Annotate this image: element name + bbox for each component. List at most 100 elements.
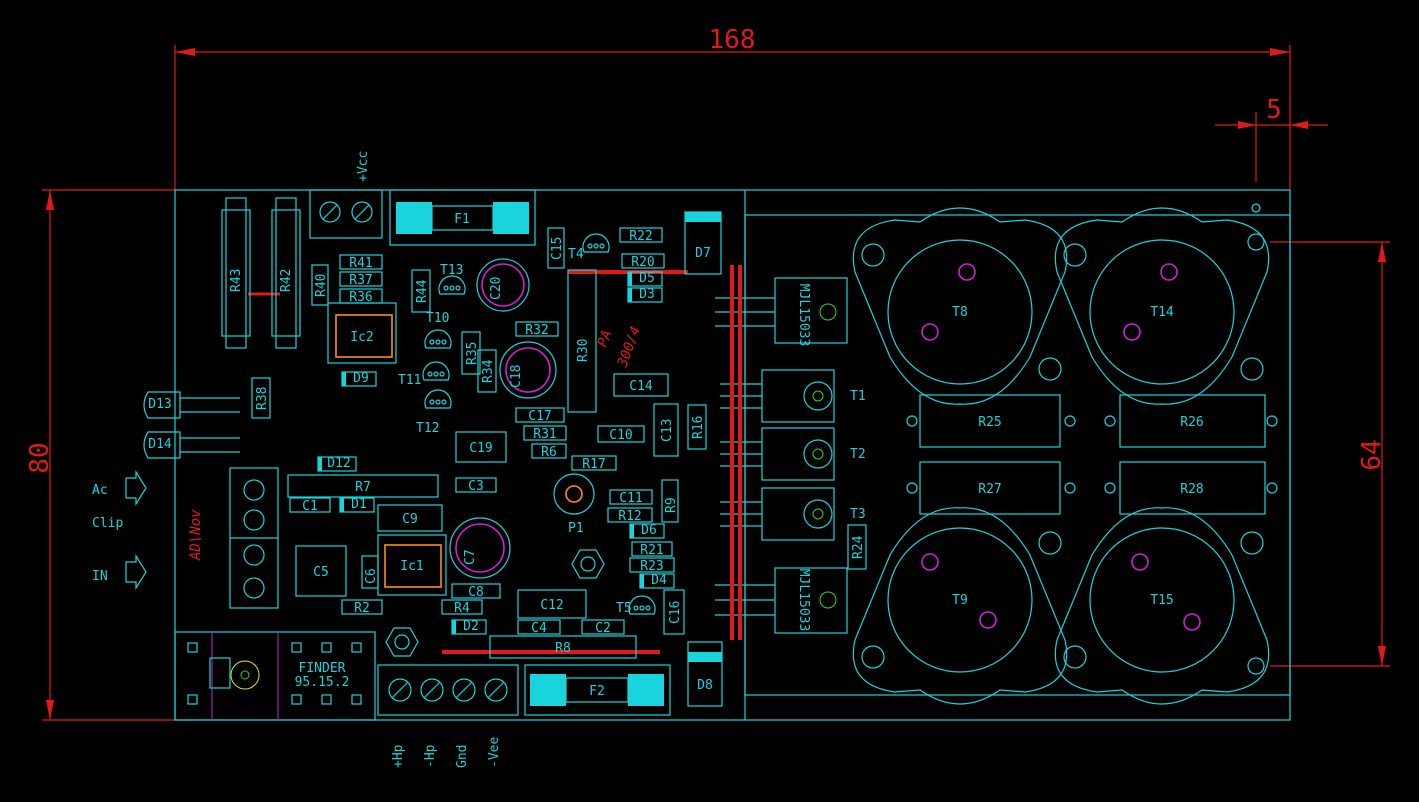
svg-text:C18: C18 (509, 365, 524, 388)
resistor-r35-label: R35 (465, 342, 480, 365)
capacitor-c2: C2 (581, 619, 625, 636)
vee-label: -Vee (487, 737, 502, 768)
resistor-r35: R35 (461, 331, 481, 375)
transistor-t12-label: T12 (416, 421, 439, 436)
transistor-t12: T12 (416, 389, 452, 436)
resistor-r22: R22 (619, 227, 663, 244)
capacitor-c17-label: C17 (528, 409, 551, 424)
resistor-r43: R43 (221, 197, 251, 349)
diode-d1: D1 (339, 497, 375, 513)
resistor-r8-label: R8 (555, 641, 571, 656)
resistor-r4-label: R4 (454, 601, 470, 616)
resistor-r16: R16 (687, 404, 707, 450)
resistor-r38-label: R38 (255, 387, 270, 410)
svg-text:R28: R28 (1180, 482, 1203, 497)
resistor-r34: R34 (477, 349, 497, 393)
clip-label: Clip (92, 516, 123, 531)
svg-text:R26: R26 (1180, 415, 1203, 430)
diode-d3: D3 (627, 287, 663, 303)
svg-text:D8: D8 (697, 678, 713, 693)
resistor-r37: R37 (339, 271, 383, 288)
capacitor-c20: C20 (476, 258, 530, 312)
resistor-r44: R44 (411, 269, 431, 313)
power-resistor-r28: R28 (1104, 461, 1278, 515)
diode-d4-label: D4 (651, 573, 667, 588)
transistor-t5-label: T5 (616, 601, 632, 616)
power-resistor-r25: R25 (906, 394, 1076, 448)
trimmer-p1: P1 (553, 473, 595, 536)
diode-d6-label: D6 (641, 523, 657, 538)
resistor-r32: R32 (515, 321, 559, 338)
svg-text:P1: P1 (568, 521, 584, 536)
capacitor-c1: C1 (289, 497, 331, 514)
resistor-r20-label: R20 (631, 255, 654, 270)
resistor-r8: R8 (489, 635, 637, 659)
capacitor-c13: C13 (653, 403, 679, 457)
terminal-vcc: +Vcc (309, 151, 383, 239)
diode-d9: D9 (341, 371, 377, 387)
resistor-r31-label: R31 (533, 427, 556, 442)
width-dimension: 168 (709, 25, 756, 55)
terminal-output: +Hp -Hp Gnd -Vee (377, 664, 519, 768)
regulator-model: 300/4 (614, 324, 644, 370)
vcc-label: +Vcc (356, 151, 371, 182)
relay-finder: FINDER 95.15.2 (174, 631, 376, 721)
transistor-t13: T13 (438, 263, 466, 295)
resistor-r6-label: R6 (541, 445, 557, 460)
capacitor-c17: C17 (515, 407, 565, 424)
resistor-r42: R42 (271, 197, 301, 349)
resistor-r12: R12 (607, 507, 653, 524)
svg-text:R25: R25 (978, 415, 1001, 430)
svg-text:MJL15033: MJL15033 (796, 569, 811, 632)
t14-label: T14 (1150, 305, 1174, 320)
svg-text:C7: C7 (463, 549, 478, 565)
resistor-r20: R20 (621, 253, 665, 270)
height-dimension: 80 (25, 442, 55, 473)
hp-minus-label: -Hp (423, 744, 438, 768)
led-d14: D14 (143, 431, 240, 459)
to220-transistor-top: MJL15033 (715, 277, 848, 346)
resistor-r12-label: R12 (618, 509, 641, 524)
capacitor-c9-label: C9 (402, 512, 418, 527)
capacitor-c10-label: C10 (609, 428, 632, 443)
capacitor-c8: C8 (451, 583, 501, 600)
diode-d12-label: D12 (327, 456, 350, 471)
capacitor-c18: C18 (499, 341, 557, 399)
power-transistor-t8: T8 (852, 207, 1068, 405)
resistor-r4: R4 (441, 599, 483, 616)
resistor-r36-label: R36 (349, 290, 372, 305)
resistor-r24-label: R24 (851, 535, 866, 559)
svg-text:D7: D7 (695, 246, 711, 261)
transistor-t4: T4 (568, 233, 610, 262)
capacitor-c10: C10 (597, 425, 645, 443)
resistor-r41: R41 (339, 254, 383, 271)
diode-d6: D6 (629, 523, 665, 539)
resistor-r44-label: R44 (415, 279, 430, 303)
svg-text:R42: R42 (279, 269, 294, 292)
capacitor-c14-label: C14 (629, 379, 653, 394)
board-outline (174, 189, 1291, 721)
diode-d2-label: D2 (463, 619, 479, 634)
capacitor-c15: C15 (547, 227, 565, 269)
resistor-r40: R40 (311, 264, 329, 306)
capacitor-c5: C5 (295, 545, 347, 597)
transistor-t10: T10 (424, 311, 452, 349)
capacitor-c19: C19 (455, 431, 507, 463)
capacitor-c6: C6 (361, 555, 379, 589)
svg-text:D14: D14 (148, 437, 172, 452)
resistor-r41-label: R41 (349, 256, 372, 271)
t15-label: T15 (1150, 593, 1173, 608)
capacitor-c15-label: C15 (550, 237, 565, 260)
diode-d3-label: D3 (639, 287, 655, 302)
capacitor-c14: C14 (613, 373, 669, 397)
dimension-lines: 168 80 5 64 (25, 25, 1390, 721)
t8-label: T8 (952, 305, 968, 320)
regulator-label: PA (595, 328, 616, 349)
fuse-f2: F2 (524, 664, 671, 716)
svg-text:R30: R30 (576, 339, 591, 362)
relay-name: FINDER (299, 661, 346, 676)
fuse-f1: F1 (389, 189, 536, 246)
ic-ic2: Ic2 (327, 302, 397, 364)
capacitor-c3-label: C3 (468, 479, 484, 494)
capacitor-c12-label: C12 (540, 598, 563, 613)
